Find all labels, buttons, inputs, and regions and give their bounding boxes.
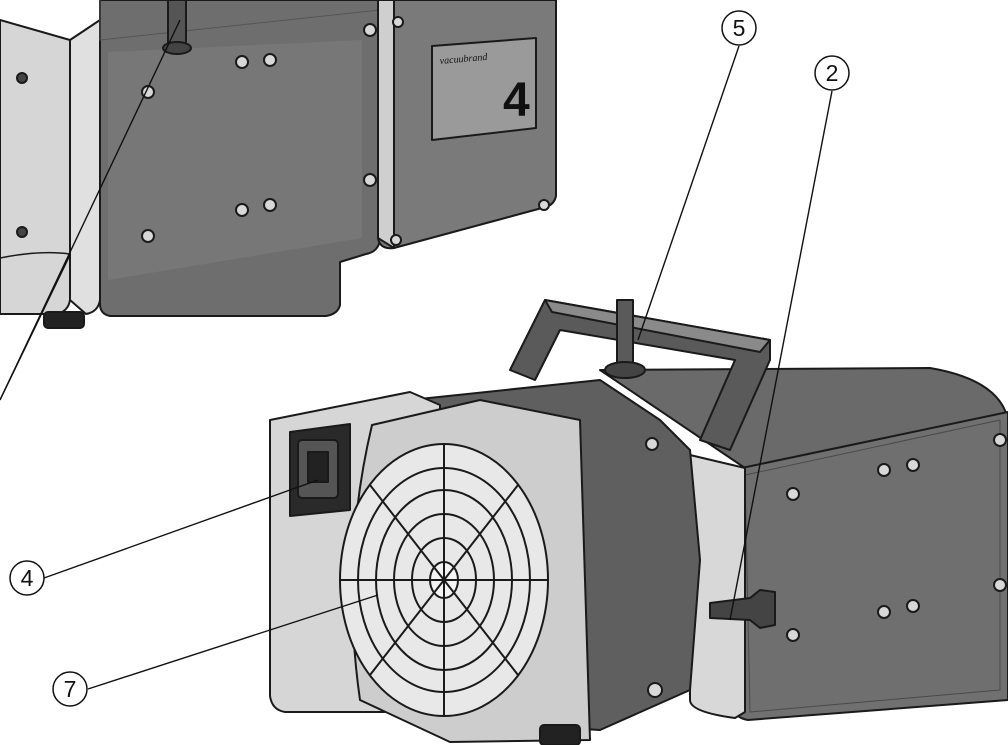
screw-icon bbox=[263, 53, 277, 67]
brand-label: vacuubrand bbox=[439, 52, 489, 67]
leader-line-4 bbox=[43, 479, 319, 579]
screw-icon bbox=[538, 199, 550, 211]
callout-label-4: 4 bbox=[21, 565, 34, 591]
screw-icon bbox=[645, 437, 659, 451]
screw-icon bbox=[786, 628, 800, 642]
screw-icon bbox=[390, 234, 402, 246]
leader-line-5 bbox=[637, 45, 740, 341]
callout-2: 2 bbox=[814, 55, 850, 91]
callout-label-5: 5 bbox=[733, 15, 746, 41]
screw-icon bbox=[877, 463, 891, 477]
callout-label-2: 2 bbox=[826, 60, 839, 86]
callout-label-7: 7 bbox=[64, 676, 77, 702]
callout-5: 5 bbox=[721, 10, 757, 46]
leader-line-7 bbox=[87, 594, 379, 690]
screw-icon bbox=[993, 578, 1007, 592]
screw-icon bbox=[392, 16, 404, 28]
nameplate bbox=[431, 37, 537, 141]
top-pump: vacuubrand 4 bbox=[0, 0, 557, 329]
screw-icon bbox=[141, 229, 155, 243]
bottom-pump bbox=[269, 299, 1008, 745]
leader-lines bbox=[0, 19, 833, 690]
top-hose-connector-2 bbox=[616, 299, 634, 371]
top-pump-end-plate bbox=[0, 19, 71, 315]
callout-7: 7 bbox=[52, 671, 88, 707]
model-number: 4 bbox=[503, 74, 530, 127]
screw-icon bbox=[993, 433, 1007, 447]
side-hose-connector bbox=[709, 589, 776, 629]
screw-icon bbox=[235, 55, 249, 69]
screw-icon bbox=[647, 682, 663, 698]
screw-icon bbox=[877, 605, 891, 619]
callout-4: 4 bbox=[9, 560, 45, 596]
foot bbox=[539, 724, 581, 745]
screw-icon bbox=[786, 487, 800, 501]
screw-icon bbox=[906, 599, 920, 613]
bolt-icon bbox=[16, 226, 28, 238]
foot bbox=[43, 311, 85, 329]
screw-icon bbox=[263, 198, 277, 212]
fan-grille-icon bbox=[339, 443, 549, 717]
screw-icon bbox=[906, 458, 920, 472]
leader-line-2 bbox=[729, 90, 833, 621]
screw-icon bbox=[363, 173, 377, 187]
bolt-icon bbox=[16, 72, 28, 84]
screw-icon bbox=[363, 23, 377, 37]
screw-icon bbox=[235, 203, 249, 217]
top-pump-frame bbox=[69, 19, 101, 315]
leader-line-top-2 bbox=[0, 254, 71, 401]
frame-strip bbox=[689, 454, 746, 719]
